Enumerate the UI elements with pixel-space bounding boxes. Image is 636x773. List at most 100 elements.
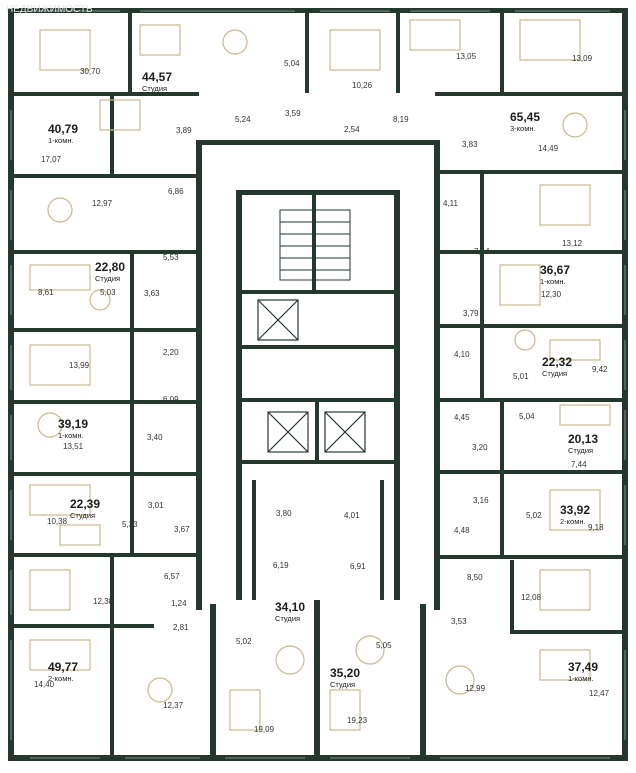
apartment-total-area: 22,80	[95, 260, 126, 274]
room-area: 2,20	[163, 348, 179, 357]
apartment-type: Студия	[330, 680, 356, 689]
apartment-type: 2-комн.	[48, 674, 74, 683]
room-area: 3,79	[463, 309, 479, 318]
room-area: 12,99	[465, 684, 486, 693]
room-area: 12,30	[541, 290, 562, 299]
room-area: 5,04	[284, 59, 300, 68]
apartment-total-area: 22,32	[542, 355, 573, 369]
room-area: 3,80	[276, 509, 292, 518]
staircase	[279, 209, 351, 281]
room-area: 7,14	[474, 247, 490, 256]
apartment-total-area: 36,67	[540, 263, 571, 277]
apartment-type: 2-комн.	[560, 517, 586, 526]
apartment-label: 44,57 Студия	[142, 70, 172, 93]
room-area: 14,40	[34, 680, 55, 689]
room-area: 5,53	[163, 253, 179, 262]
room-area: 10,26	[352, 81, 373, 90]
apartment-type: Студия	[275, 614, 301, 623]
room-area: 8,61	[38, 288, 54, 297]
room-area: 3,67	[174, 525, 190, 534]
elevator-shafts	[257, 299, 366, 453]
room-area: 5,04	[519, 412, 535, 421]
apartment-total-area: 40,79	[48, 122, 79, 136]
apartment-label: 22,32 Студия	[542, 355, 572, 378]
apartment-label: 33,92 2-комн.	[560, 503, 590, 526]
room-area: 6,57	[164, 572, 180, 581]
room-area: 13,99	[69, 361, 90, 370]
room-area: 3,83	[462, 140, 478, 149]
room-area: 17,07	[41, 155, 62, 164]
apartment-label: 35,20 Студия	[330, 666, 360, 689]
watermark: НЕДВИЖИМОСТЬ	[6, 4, 93, 15]
room-area: 3,59	[285, 109, 301, 118]
apartment-label: 49,77 2-комн.	[48, 660, 78, 683]
room-area: 9,42	[592, 365, 608, 374]
apartment-type: 1-комн.	[58, 431, 84, 440]
room-area: 4,48	[454, 526, 470, 535]
room-area: 2,81	[173, 623, 189, 632]
apartment-total-area: 39,19	[58, 417, 89, 431]
room-area: 3,16	[473, 496, 489, 505]
room-area: 3,20	[472, 443, 488, 452]
room-area: 12,08	[521, 593, 542, 602]
room-area: 5,05	[376, 641, 392, 650]
furniture	[29, 19, 611, 731]
apartment-type: Студия	[70, 511, 96, 520]
room-area: 5,24	[235, 115, 251, 124]
apartment-total-area: 33,92	[560, 503, 591, 517]
room-area: 3,01	[148, 501, 164, 510]
room-area: 5,02	[236, 637, 252, 646]
apartment-type: Студия	[142, 84, 168, 93]
room-area: 5,02	[526, 511, 542, 520]
room-area: 6,91	[350, 562, 366, 571]
room-area: 6,86	[168, 187, 184, 196]
room-area: 3,40	[147, 433, 163, 442]
room-area: 5,01	[513, 372, 529, 381]
room-area: 3,89	[176, 126, 192, 135]
room-area: 13,09	[572, 54, 593, 63]
apartment-label: 34,10 Студия	[275, 600, 305, 623]
apartment-type: 1-комн.	[48, 136, 74, 145]
room-area: 3,53	[451, 617, 467, 626]
apartment-type: 1-комн.	[568, 674, 594, 683]
apartment-total-area: 65,45	[510, 110, 541, 124]
room-area: 5,33	[122, 520, 138, 529]
apartment-total-area: 20,13	[568, 432, 599, 446]
room-area: 13,12	[562, 239, 583, 248]
room-area: 12,38	[93, 597, 114, 606]
apartment-label: 39,19 1-комн.	[58, 417, 88, 440]
room-area: 12,37	[163, 701, 184, 710]
apartment-label: 22,80 Студия	[95, 260, 125, 283]
room-area: 13,05	[456, 52, 477, 61]
room-area: 4,10	[454, 350, 470, 359]
apartment-total-area: 22,39	[70, 497, 101, 511]
apartment-total-area: 37,49	[568, 660, 599, 674]
room-area: 14,49	[538, 144, 559, 153]
apartment-label: 37,49 1-комн.	[568, 660, 598, 683]
room-area: 4,01	[344, 511, 360, 520]
room-area: 8,19	[393, 115, 409, 124]
windows	[10, 10, 626, 759]
room-area: 4,45	[454, 413, 470, 422]
room-area: 13,51	[63, 442, 84, 451]
room-area: 19,23	[347, 716, 368, 725]
room-area: 2,54	[344, 125, 360, 134]
room-area: 12,47	[589, 689, 610, 698]
room-area: 4,11	[443, 199, 458, 208]
apartment-total-area: 49,77	[48, 660, 79, 674]
room-area: 6,19	[273, 561, 289, 570]
room-area: 30,70	[80, 67, 101, 76]
apartment-total-area: 44,57	[142, 70, 173, 84]
apartment-type: 3-комн.	[510, 124, 536, 133]
room-area: 7,44	[571, 460, 587, 469]
apartment-total-area: 35,20	[330, 666, 361, 680]
apartment-type: Студия	[95, 274, 121, 283]
room-area: 12,97	[92, 199, 113, 208]
apartment-type: Студия	[542, 369, 568, 378]
room-area: 1,24	[171, 599, 187, 608]
room-area: 19,09	[254, 725, 275, 734]
apartment-total-area: 34,10	[275, 600, 306, 614]
apartment-label: 40,79 1-комн.	[48, 122, 78, 145]
